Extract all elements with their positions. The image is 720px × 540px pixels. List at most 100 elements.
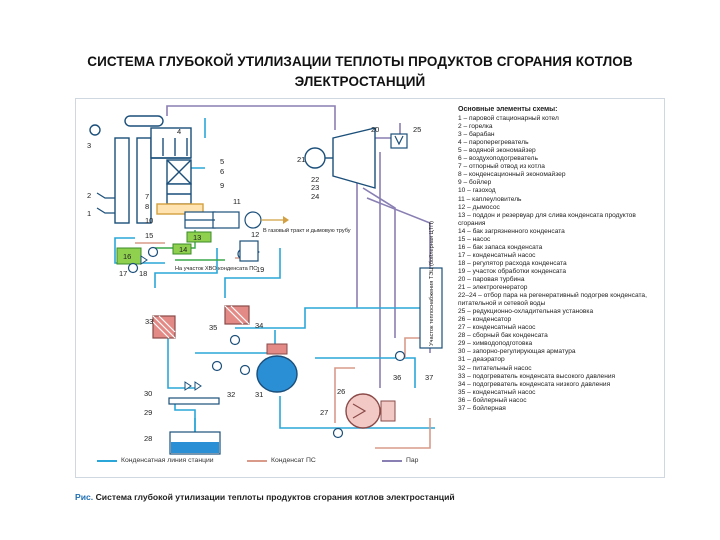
line-legend-condensate-label: Конденсатная линия станции [121, 457, 214, 464]
heater-33 [152, 315, 176, 339]
pump-36 [394, 350, 406, 362]
condenser-26 [345, 393, 396, 429]
label-27: 27 [320, 408, 328, 417]
label-7: 7 [145, 192, 149, 201]
legend-item: 7 – отпорный отвод из котла [458, 163, 545, 171]
cond-line-upper [235, 307, 430, 329]
label-17: 17 [119, 269, 127, 278]
legend-item: 14 – бак загрязненного конденсата [458, 227, 565, 235]
steam-line-main [166, 105, 336, 130]
label-16: 16 [123, 252, 131, 261]
treatment-box-19 [239, 240, 259, 262]
label-36: 36 [393, 373, 401, 382]
boiler-furnace-right [136, 137, 152, 224]
legend-item: 35 – конденсатный насос [458, 388, 536, 396]
label-18: 18 [139, 269, 147, 278]
legend-panel: Основные элементы схемы: 1 – паровой ста… [458, 106, 665, 466]
line-legend-steam: Пар [382, 457, 418, 464]
label-24: 24 [311, 192, 319, 201]
legend-item: 30 – запорно-регулирующая арматура [458, 348, 576, 356]
caption-text: Система глубокой утилизации теплоты прод… [93, 492, 455, 502]
legend-heading: Основные элементы схемы: [458, 106, 558, 113]
generator-21 [304, 147, 326, 169]
legend-item: 8 – конденсационный экономайзер [458, 171, 566, 179]
label-34: 34 [255, 321, 263, 330]
legend-item: 36 – бойлерный насос [458, 396, 527, 404]
label-23: 23 [311, 183, 319, 192]
label-37: 37 [425, 373, 433, 382]
drop-separator-11 [212, 211, 240, 229]
drum-circle [89, 124, 101, 136]
legend-item: 4 – пароперегреватель [458, 139, 529, 147]
legend-item: 27 – конденсатный насос [458, 324, 536, 332]
label-8: 8 [145, 202, 149, 211]
chimney-note: В газовый тракт и дымовую трубу [263, 227, 351, 234]
label-31: 31 [255, 390, 263, 399]
legend-item: 17 – конденсатный насос [458, 251, 536, 259]
legend-item: 1 – паровой стационарный котел [458, 115, 559, 123]
label-35: 35 [209, 323, 217, 332]
label-25: 25 [413, 125, 421, 134]
chem-treatment-29 [168, 397, 220, 405]
pump-32a [211, 360, 223, 372]
legend-item: 5 – водяной экономайзер [458, 147, 536, 155]
scheme-figure: Участок теплоснабжения ТЭЦ (бойлерная ЦТ… [75, 98, 665, 478]
label-29: 29 [144, 408, 152, 417]
boiler-house-37 [419, 267, 443, 349]
label-28: 28 [144, 434, 152, 443]
legend-item: 11 – каплеуловитель [458, 195, 522, 203]
legend-item: 10 – газоход [458, 187, 496, 195]
legend-item: 31 – деаэратор [458, 356, 505, 364]
label-12: 12 [251, 230, 259, 239]
cond-line-bypass [224, 248, 281, 298]
legend-item: 18 – регулятор расхода конденсата [458, 259, 567, 267]
pump-35 [229, 334, 241, 346]
legend-item: 22–24 – отбор пара на регенеративный под… [458, 292, 647, 308]
label-3: 3 [87, 141, 91, 150]
burner-2 [96, 192, 115, 214]
ps-line-4 [334, 367, 355, 423]
label-11: 11 [233, 197, 241, 206]
legend-item: 34 – подогреватель конденсата низкого да… [458, 380, 611, 388]
cond-line-feed [279, 396, 435, 429]
label-1: 1 [87, 209, 91, 218]
pump-17 [127, 262, 139, 274]
legend-item: 37 – бойлерная [458, 404, 506, 412]
legend-item: 29 – химводоподготовка [458, 340, 533, 348]
label-2: 2 [87, 191, 91, 200]
number-labels: 1 2 3 4 5 6 7 8 9 10 11 12 13 14 15 16 1… [87, 125, 433, 443]
reduction-unit-25 [390, 133, 408, 149]
line-legend-ps-condensate: Конденсат ПС [247, 457, 316, 464]
legend-item: 32 – питательный насос [458, 364, 532, 372]
legend-item: 15 – насос [458, 235, 491, 243]
label-20: 20 [371, 125, 379, 134]
label-15: 15 [145, 231, 153, 240]
figure-caption: Рис. Система глубокой утилизации теплоты… [75, 492, 675, 502]
cond-line-deaerator [315, 357, 416, 388]
ps-condensate-lines [135, 242, 435, 449]
ps-line-5 [375, 418, 431, 449]
pump-27 [332, 427, 344, 439]
page-title: СИСТЕМА ГЛУБОКОЙ УТИЛИЗАЦИИ ТЕПЛОТЫ ПРОД… [40, 52, 680, 92]
line-legend-ps-swatch [247, 459, 267, 462]
legend-item: 28 – сборный бак конденсата [458, 332, 548, 340]
label-9: 9 [220, 181, 224, 190]
caption-prefix: Рис. [75, 492, 94, 502]
label-4: 4 [177, 127, 181, 136]
legend-item: 3 – барабан [458, 131, 495, 139]
legend-item: 12 – дымосос [458, 203, 500, 211]
steam-line-extract-2 [362, 187, 396, 338]
boiler-superheater-block [150, 127, 192, 159]
deaerator-31 [256, 343, 298, 393]
pump-32 [239, 364, 251, 376]
legend-item: 13 – поддон и резервуар для слива конден… [458, 211, 636, 227]
legend-item: 33 – подогреватель конденсата высокого д… [458, 372, 616, 380]
label-10: 10 [145, 216, 153, 225]
boiler-flue-duct [156, 203, 204, 215]
condensate-tray-13 [186, 231, 212, 243]
legend-item: 25 – редукционно-охладительная установка [458, 308, 594, 316]
collection-tank-28 [169, 431, 221, 455]
label-30: 30 [144, 389, 152, 398]
title-line-1: СИСТЕМА ГЛУБОКОЙ УТИЛИЗАЦИИ ТЕПЛОТЫ ПРОД… [87, 54, 633, 69]
